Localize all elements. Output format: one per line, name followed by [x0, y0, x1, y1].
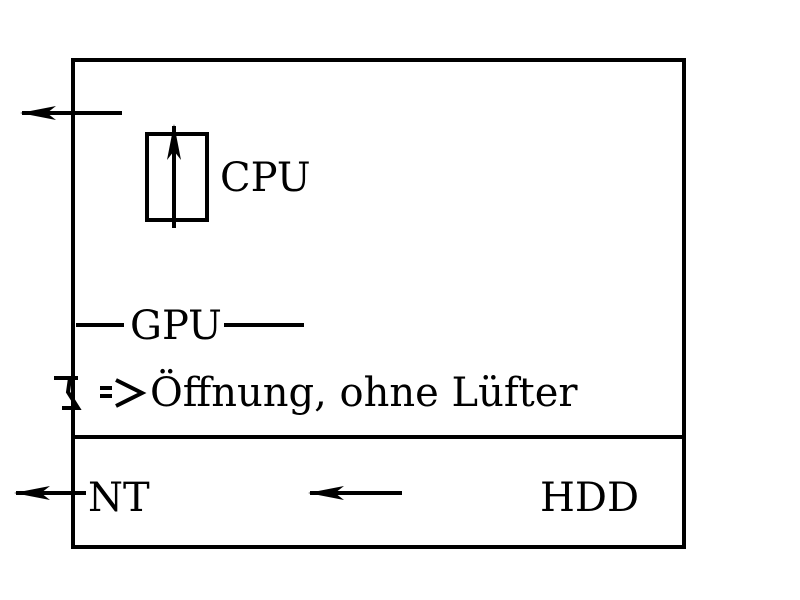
vent-label: Öffnung, ohne Lüfter	[150, 370, 578, 416]
psu-label: NT	[88, 475, 150, 521]
cpu-label: CPU	[220, 155, 311, 201]
case-outline	[71, 58, 686, 549]
cpu-box	[145, 132, 209, 222]
hdd-label: HDD	[540, 475, 640, 521]
gpu-label: GPU	[130, 303, 222, 349]
vent-opening-icon	[54, 376, 147, 410]
